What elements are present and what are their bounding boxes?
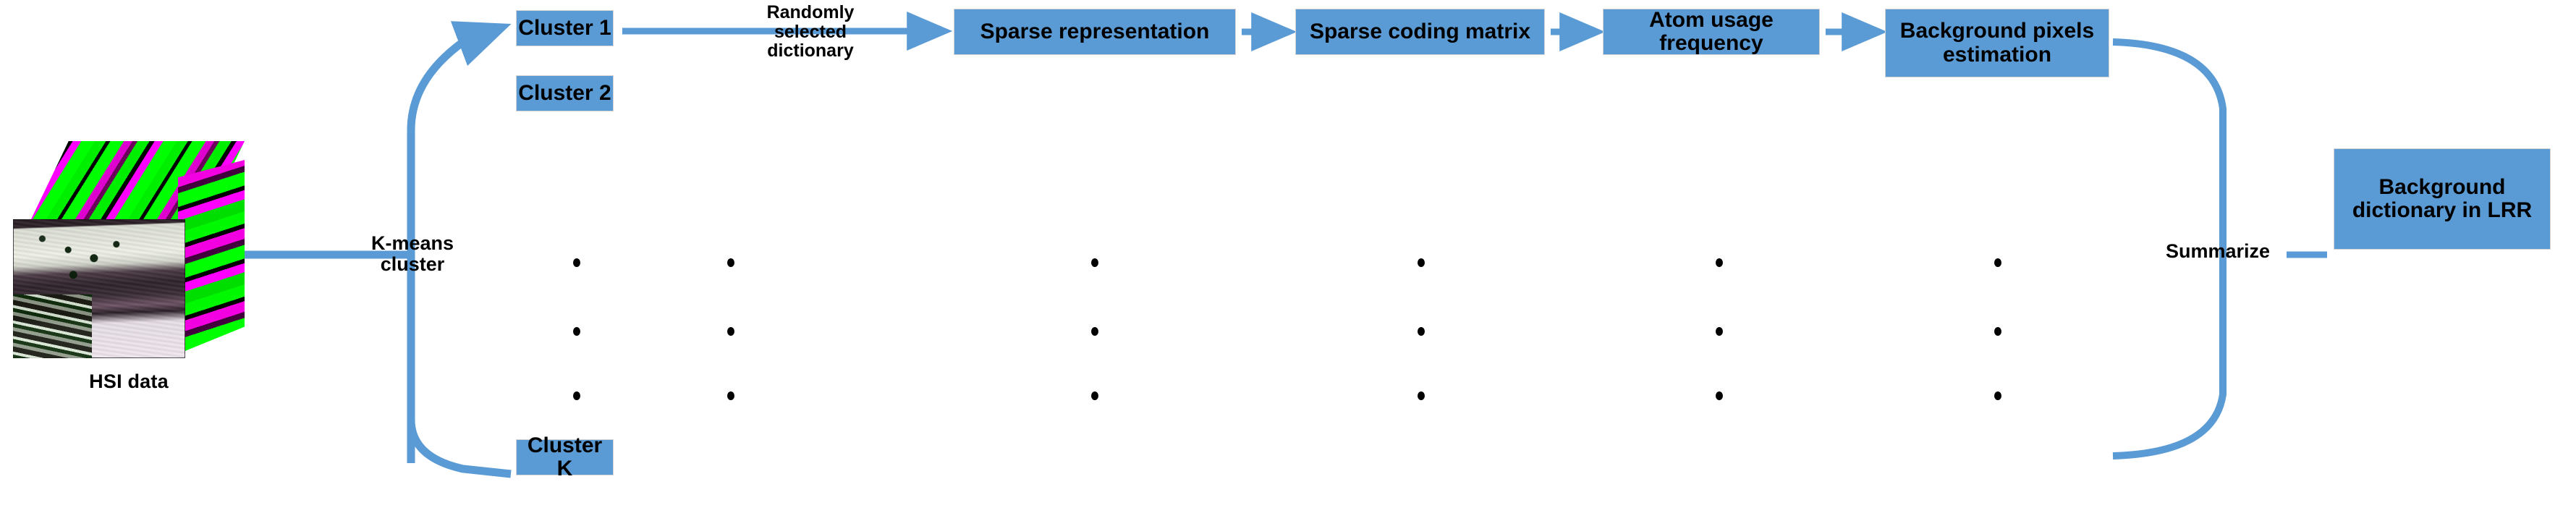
node-sparse-coding-matrix-label: Sparse coding matrix	[1309, 19, 1531, 43]
edge-label-summarize: Summarize	[2165, 240, 2271, 262]
node-background-dictionary-in-lrr-label: Background dictionary in LRR	[2352, 174, 2533, 222]
ellipsis-dot	[1418, 327, 1425, 336]
cube-right-face	[178, 160, 245, 354]
hsi-data-cube-icon	[13, 141, 245, 359]
node-cluster-2[interactable]: Cluster 2	[516, 75, 614, 111]
node-background-dictionary-in-lrr[interactable]: Background dictionary in LRR	[2334, 148, 2551, 250]
ellipsis-dot	[1716, 327, 1723, 336]
node-cluster-1[interactable]: Cluster 1	[516, 10, 614, 46]
hsi-data-caption: HSI data	[89, 370, 169, 392]
ellipsis-dot	[1716, 391, 1723, 400]
bracket-summarize-top	[2112, 38, 2227, 166]
node-cluster-k-label: Cluster K	[527, 433, 603, 480]
ellipsis-dot	[1994, 258, 2001, 267]
node-atom-usage-frequency-label: Atom usage frequency	[1649, 7, 1774, 55]
node-background-pixels-estimation[interactable]: Background pixels estimation	[1885, 9, 2109, 77]
edge-label-kmeans-cluster: K-means cluster	[370, 232, 454, 275]
arrow-to-cluster-1	[407, 21, 512, 217]
ellipsis-dot	[1091, 258, 1098, 267]
ellipsis-dot	[573, 327, 580, 336]
node-cluster-1-label: Cluster 1	[518, 15, 611, 40]
node-cluster-k[interactable]: Cluster K	[516, 433, 614, 480]
ellipsis-dot	[727, 258, 734, 267]
ellipsis-dot	[1994, 327, 2001, 336]
ellipsis-dot	[1091, 327, 1098, 336]
node-sparse-representation-label: Sparse representation	[980, 19, 1210, 43]
node-background-pixels-estimation-label: Background pixels estimation	[1899, 19, 2095, 67]
ellipsis-dot	[573, 258, 580, 267]
bracket-summarize-bottom	[2112, 304, 2227, 459]
arrow-to-cluster-k	[407, 419, 512, 478]
ellipsis-dot	[1994, 391, 2001, 400]
node-cluster-2-label: Cluster 2	[518, 80, 611, 105]
node-atom-usage-frequency[interactable]: Atom usage frequency	[1603, 7, 1820, 55]
ellipsis-dot	[727, 391, 734, 400]
ellipsis-dot	[727, 327, 734, 336]
edge-label-randomly-selected-dictionary: Randomly selected dictionary	[766, 2, 855, 61]
ellipsis-dot	[573, 391, 580, 400]
node-sparse-coding-matrix[interactable]: Sparse coding matrix	[1295, 9, 1545, 55]
ellipsis-dot	[1418, 258, 1425, 267]
ellipsis-dot	[1716, 258, 1723, 267]
ellipsis-dot	[1418, 391, 1425, 400]
node-sparse-representation[interactable]: Sparse representation	[954, 9, 1236, 55]
cube-front-face	[13, 219, 185, 359]
ellipsis-dot	[1091, 391, 1098, 400]
